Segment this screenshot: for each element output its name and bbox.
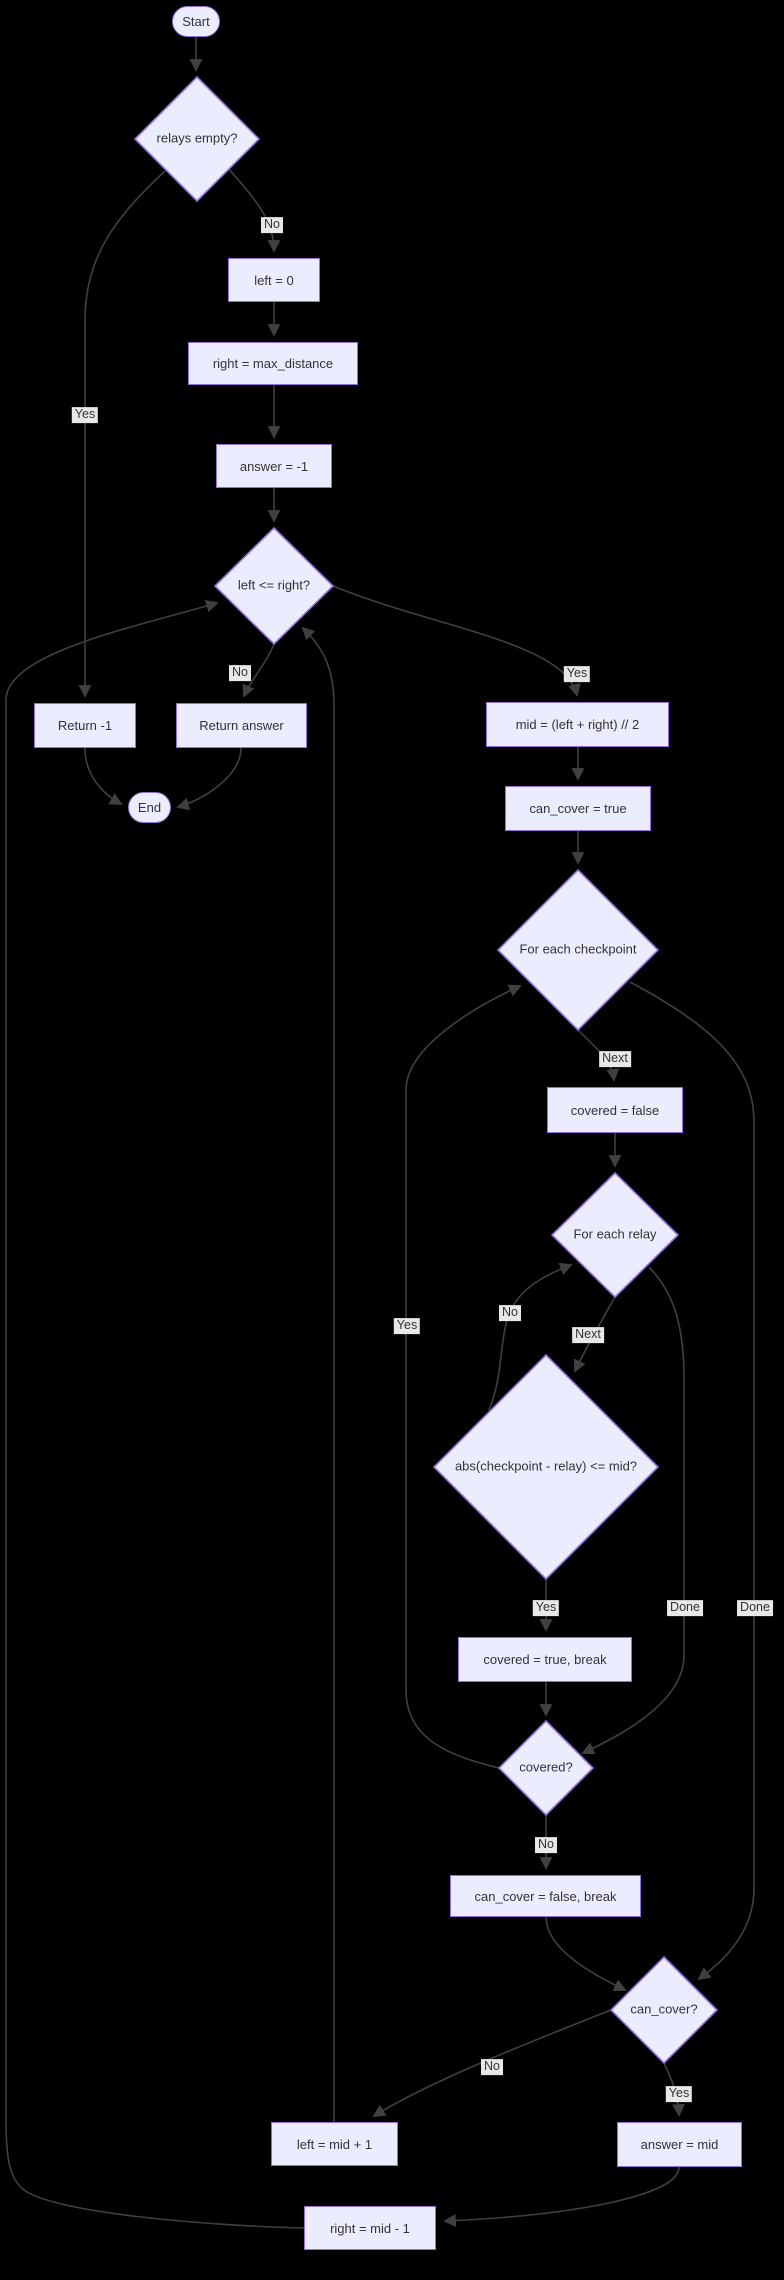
- decision-abs-check-shape: [432, 1353, 660, 1581]
- edge-label-checkpoint-next: Next: [599, 1051, 631, 1067]
- node-mid-calc: mid = (left + right) // 2: [486, 702, 669, 747]
- node-answer-mid: answer = mid: [617, 2122, 742, 2167]
- label-abs-check: abs(checkpoint - relay) <= mid?: [454, 1458, 638, 1474]
- edge-label-abs-yes: Yes: [532, 1600, 560, 1616]
- edge-label-lr-no: No: [229, 665, 251, 681]
- node-answer-neg1: answer = -1: [216, 444, 332, 488]
- label-can-cover-q: can_cover?: [630, 2001, 698, 2017]
- edge-leftleright-yes-to-midcalc: [332, 585, 581, 697]
- edge-label-checkpoint-done: Done: [737, 1600, 773, 1616]
- edge-label-relays-no: No: [261, 217, 283, 233]
- edge-returnanswer-to-end: [176, 747, 242, 811]
- decision-left-le-right-shape: [213, 526, 335, 646]
- edge-leftleright-no-to-returnanswer: [242, 643, 275, 698]
- edge-label-abs-no: No: [499, 1305, 521, 1321]
- edge-foreachrelay-done-to-coveredq: [581, 1266, 685, 1755]
- edge-label-relay-done: Done: [667, 1600, 703, 1616]
- edge-label-covered-yes: Yes: [393, 1318, 421, 1334]
- edge-label-cc-yes: Yes: [665, 2086, 693, 2102]
- label-relays-empty: relays empty?: [156, 130, 238, 146]
- label-covered-q: covered?: [519, 1759, 573, 1775]
- decision-for-each-relay-shape: [550, 1171, 680, 1299]
- node-return-neg1: Return -1: [34, 703, 136, 748]
- decision-relays-empty-shape: [133, 75, 261, 203]
- label-for-each-checkpoint: For each checkpoint: [519, 941, 637, 957]
- edge-relays-empty-yes-to-return-neg1: [78, 170, 166, 698]
- node-start: Start: [172, 6, 220, 37]
- node-covered-false: covered = false: [547, 1087, 683, 1133]
- edge-label-lr-yes: Yes: [563, 666, 591, 682]
- edge-leftmidplus-to-leftleright: [301, 626, 335, 2122]
- edge-answermid-to-rightmidminus: [443, 2166, 680, 2227]
- node-covered-true-break: covered = true, break: [458, 1637, 632, 1682]
- edge-rightmidminus-to-leftleright: [5, 599, 305, 2229]
- node-end: End: [128, 792, 171, 823]
- node-return-answer: Return answer: [176, 703, 307, 748]
- decision-for-each-checkpoint-shape: [496, 868, 660, 1032]
- edge-relays-empty-no-to-left0: [227, 167, 281, 253]
- edge-label-cc-no: No: [481, 2059, 503, 2075]
- edge-cancoverfalsebreak-to-cancoverq: [545, 1916, 627, 1992]
- edge-returnneg1-to-end: [84, 747, 123, 805]
- label-left-le-right: left <= right?: [237, 577, 311, 593]
- label-for-each-relay: For each relay: [573, 1226, 657, 1242]
- node-can-cover-true: can_cover = true: [505, 786, 651, 831]
- node-right-max-distance: right = max_distance: [188, 342, 358, 385]
- edge-label-relay-next: Next: [572, 1327, 604, 1343]
- edge-label-covered-no: No: [535, 1837, 557, 1853]
- node-can-cover-false-break: can_cover = false, break: [450, 1875, 641, 1917]
- node-right-mid-minus-1: right = mid - 1: [304, 2206, 436, 2250]
- node-left-mid-plus-1: left = mid + 1: [271, 2122, 398, 2166]
- decision-covered-shape: [497, 1719, 595, 1817]
- decision-can-cover-shape: [609, 1955, 719, 2065]
- edge-label-relays-yes: Yes: [71, 407, 99, 423]
- edge-coveredq-yes-to-foreachcheckpoint: [405, 984, 522, 1769]
- node-left-0: left = 0: [228, 258, 320, 302]
- edge-foreachcheckpoint-done-to-cancoverq: [629, 981, 755, 1981]
